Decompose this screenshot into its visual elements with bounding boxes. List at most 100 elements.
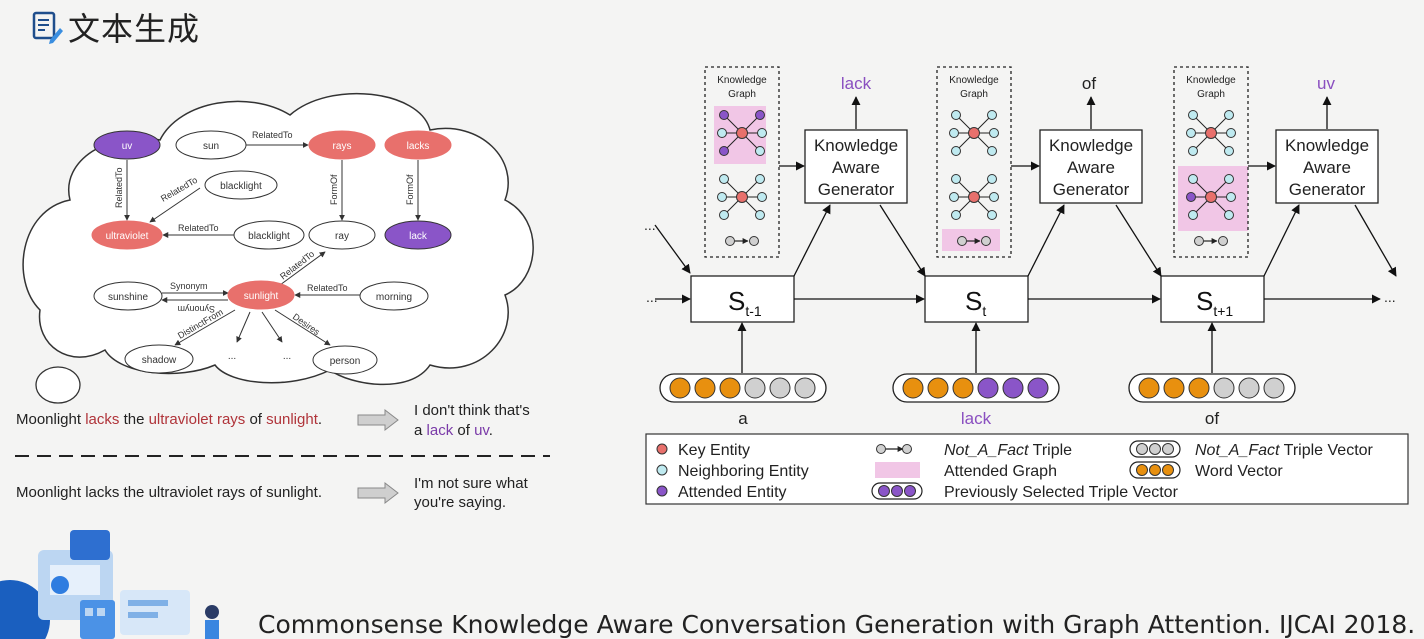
neighboring-entity-node — [949, 192, 959, 202]
vector-cell — [1138, 377, 1160, 399]
ellipsis-top-left: ... — [644, 217, 656, 233]
node-uv-label: uv — [122, 141, 133, 152]
node-sunshine-label: sunshine — [108, 292, 148, 303]
input-vectors — [669, 377, 1285, 399]
attended-graph-highlight-2 — [942, 229, 1000, 251]
kg-label-2-line2: Graph — [960, 89, 988, 100]
neighboring-entity-node — [1188, 174, 1198, 184]
vector-cell — [1163, 377, 1185, 399]
legend-attended-graph: Attended Graph — [944, 463, 1057, 480]
neighboring-entity-node — [755, 174, 765, 184]
vector-cell — [694, 377, 716, 399]
label-sun-rays: RelatedTo — [252, 130, 293, 140]
node-sun — [175, 130, 247, 160]
legend-not-a-fact-vector: Not_A_Fact Triple Vector — [1195, 442, 1374, 459]
legend-pills — [871, 440, 1181, 500]
legend-previously-selected-icon-cell — [904, 485, 916, 497]
decorative-illustration — [0, 530, 219, 639]
neighboring-entity-node — [1224, 110, 1234, 120]
edge-sunlight-person — [274, 309, 331, 346]
neighboring-entity-node — [719, 174, 729, 184]
kg-label-1-line1: Knowledge — [717, 75, 767, 86]
node-sunlight — [227, 280, 295, 310]
legend-attended-entity: Attended Entity — [678, 484, 787, 501]
label-lacks-lack: FormOf — [405, 174, 415, 205]
vector-cell — [952, 377, 974, 399]
key-entity-node — [736, 191, 748, 203]
page-title: 文本生成 — [68, 10, 201, 48]
state-box-2 — [924, 275, 1029, 323]
node-sunlight-label: sunlight — [244, 291, 279, 302]
generator-1-line1: Knowledge — [814, 136, 898, 155]
vector-cell — [977, 377, 999, 399]
not-a-fact-tail — [1218, 236, 1228, 246]
generator-3-line3: Generator — [1289, 180, 1366, 199]
not-a-fact-tail — [981, 236, 991, 246]
state-box-1 — [690, 275, 795, 323]
not-a-fact-head — [1194, 236, 1204, 246]
input-word-2: lack — [961, 409, 992, 428]
arrow-generator3-out — [1354, 204, 1397, 277]
attended-entity-node — [719, 146, 729, 156]
example1-response-line2: a lack of uv. — [414, 422, 493, 439]
vector-cell — [902, 377, 924, 399]
neighboring-entity-node — [1188, 110, 1198, 120]
node-blacklight-2-label: blacklight — [248, 231, 290, 242]
neighboring-entity-node — [951, 146, 961, 156]
generator-2-line2: Aware — [1067, 158, 1115, 177]
label-sunshine-sunlight-rev: Synonym — [177, 304, 215, 314]
edge-sunlight-ray — [279, 251, 326, 286]
vector-cell — [669, 377, 691, 399]
state-label-3: St+1 — [1196, 286, 1233, 319]
neighboring-entity-node — [987, 110, 997, 120]
legend-key-entity-icon — [656, 443, 668, 455]
knowledge-graph-box-2 — [936, 66, 1012, 258]
architecture-diagram: Knowledge Graph Knowledge Graph Knowledg… — [644, 66, 1409, 505]
arrow-state3-generator3 — [1263, 204, 1300, 277]
state-label-2: St — [965, 286, 986, 319]
legend-not-a-fact-vector-icon-cell — [1149, 443, 1161, 455]
node-morning — [359, 281, 429, 311]
not-a-fact-head — [725, 236, 735, 246]
key-entity-node — [968, 191, 980, 203]
node-ray-label: ray — [335, 231, 349, 242]
neighboring-entity-node — [757, 128, 767, 138]
thought-bubble — [35, 366, 81, 404]
key-entity-node — [1205, 127, 1217, 139]
node-dots-2: ... — [283, 351, 291, 362]
vector-cell — [769, 377, 791, 399]
example1-response-line1: I don't think that's — [414, 402, 530, 419]
node-ultraviolet-label: ultraviolet — [106, 231, 149, 242]
input-word-1: a — [738, 409, 748, 428]
node-blacklight-1-label: blacklight — [220, 181, 262, 192]
knowledge-graph-box-1 — [704, 66, 780, 258]
key-entity-node — [968, 127, 980, 139]
attended-entity-node — [1186, 192, 1196, 202]
arrow-state1-generator1 — [793, 204, 831, 277]
example2-response-line2: you're saying. — [414, 494, 507, 511]
vector-cell — [719, 377, 741, 399]
vector-cell — [1238, 377, 1260, 399]
neighboring-entity-node — [755, 146, 765, 156]
neighboring-entity-node — [757, 192, 767, 202]
vector-cell — [744, 377, 766, 399]
neighboring-entity-node — [717, 192, 727, 202]
node-ray — [308, 220, 376, 250]
legend-box — [645, 433, 1409, 505]
kg-label-2-line1: Knowledge — [949, 75, 999, 86]
neighboring-entity-node — [989, 128, 999, 138]
neighboring-entity-node — [719, 210, 729, 220]
generator-3-line2: Aware — [1303, 158, 1351, 177]
neighboring-entity-node — [987, 146, 997, 156]
key-entity-node — [736, 127, 748, 139]
neighboring-entity-node — [1224, 210, 1234, 220]
legend-not-a-fact-triple-icon — [876, 444, 912, 454]
legend-key-entity: Key Entity — [678, 442, 750, 459]
citation: Commonsense Knowledge Aware Conversation… — [258, 610, 1416, 639]
arrow-generator2-state3 — [1115, 204, 1162, 277]
vector-cell — [1263, 377, 1285, 399]
attended-entity-node — [719, 110, 729, 120]
generator-3-line1: Knowledge — [1285, 136, 1369, 155]
output-word-1: lack — [841, 74, 872, 93]
arrow-generator1-state2 — [879, 204, 926, 277]
